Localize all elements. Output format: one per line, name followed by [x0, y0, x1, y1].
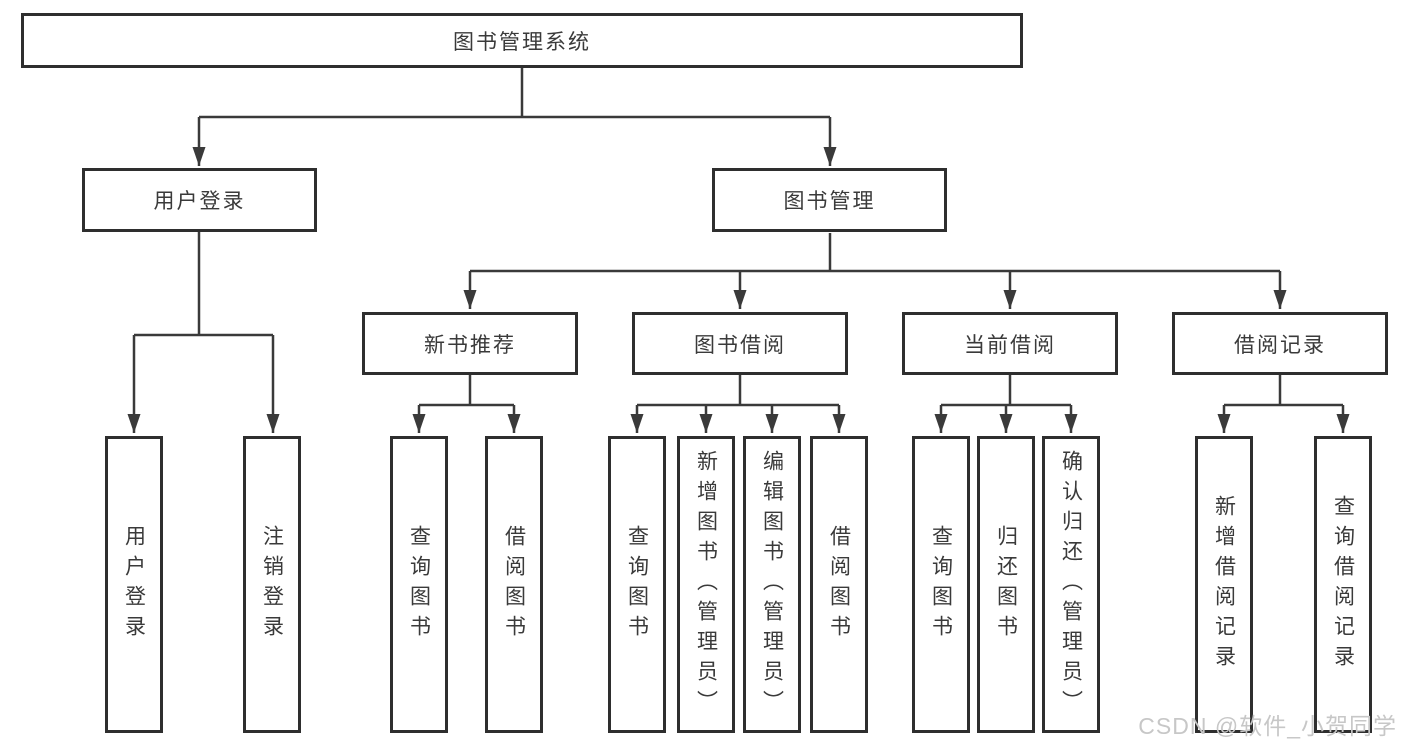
leaf-logout-label: 注销登录: [260, 524, 284, 645]
leaf-query-book-2: 查询图书: [608, 436, 666, 733]
leaf-query-book-1: 查询图书: [390, 436, 448, 733]
node-book-borrow-label: 图书借阅: [694, 333, 786, 357]
node-current-borrow-label: 当前借阅: [964, 333, 1056, 357]
node-book-borrow: 图书借阅: [632, 312, 848, 375]
connector-book-borrow-split: [637, 375, 839, 407]
leaf-query-book-3-label: 查询图书: [929, 524, 953, 645]
connector-root-split: [199, 68, 830, 119]
leaf-edit-book-label: 编辑图书（管理员）: [760, 449, 784, 720]
node-root-label: 图书管理系统: [453, 30, 591, 54]
connector-borrow-record-split: [1224, 375, 1343, 407]
leaf-query-book-1-label: 查询图书: [407, 524, 431, 645]
leaf-query-book-3: 查询图书: [912, 436, 970, 733]
leaf-add-book-label: 新增图书（管理员）: [694, 449, 718, 720]
leaf-query-record-label: 查询借阅记录: [1331, 494, 1355, 675]
node-new-book-recommend-label: 新书推荐: [424, 333, 516, 357]
csdn-watermark: CSDN @软件_小贺同学: [1138, 713, 1397, 739]
connector-new-book-split: [419, 375, 514, 407]
leaf-return-book-label: 归还图书: [994, 524, 1018, 645]
node-current-borrow: 当前借阅: [902, 312, 1118, 375]
node-borrow-record: 借阅记录: [1172, 312, 1388, 375]
leaf-borrow-book-2-label: 借阅图书: [827, 524, 851, 645]
leaf-query-record: 查询借阅记录: [1314, 436, 1372, 733]
leaf-confirm-return-label: 确认归还（管理员）: [1059, 449, 1083, 720]
leaf-add-record: 新增借阅记录: [1195, 436, 1253, 733]
leaf-user-login-label: 用户登录: [122, 524, 146, 645]
node-user-login-label: 用户登录: [153, 190, 246, 213]
leaf-logout: 注销登录: [243, 436, 301, 733]
leaf-add-book: 新增图书（管理员）: [677, 436, 735, 733]
node-user-login: 用户登录: [82, 168, 317, 232]
leaf-user-login: 用户登录: [105, 436, 163, 733]
leaf-edit-book: 编辑图书（管理员）: [743, 436, 801, 733]
node-new-book-recommend: 新书推荐: [362, 312, 578, 375]
leaf-borrow-book-2: 借阅图书: [810, 436, 868, 733]
connector-book-management-split: [470, 233, 1280, 273]
leaf-query-book-2-label: 查询图书: [625, 524, 649, 645]
leaf-return-book: 归还图书: [977, 436, 1035, 733]
connector-current-borrow-split: [941, 375, 1071, 407]
node-root: 图书管理系统: [21, 13, 1023, 68]
leaf-borrow-book-1-label: 借阅图书: [502, 524, 526, 645]
leaf-confirm-return: 确认归还（管理员）: [1042, 436, 1100, 733]
node-book-management: 图书管理: [712, 168, 947, 232]
connector-user-login-split: [134, 232, 273, 337]
node-borrow-record-label: 借阅记录: [1234, 333, 1326, 357]
leaf-borrow-book-1: 借阅图书: [485, 436, 543, 733]
leaf-add-record-label: 新增借阅记录: [1212, 494, 1236, 675]
node-book-management-label: 图书管理: [783, 190, 876, 213]
